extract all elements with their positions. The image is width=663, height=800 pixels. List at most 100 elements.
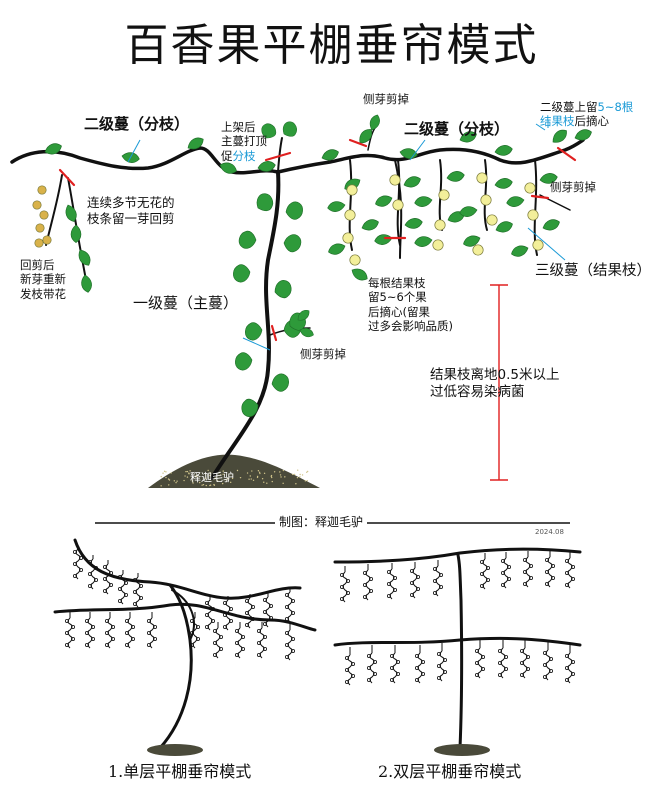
fruit xyxy=(43,236,51,244)
soil-speck xyxy=(257,476,258,477)
fruit xyxy=(528,210,538,220)
soil-speck xyxy=(305,480,306,481)
fruit xyxy=(40,211,48,219)
fruit xyxy=(525,183,535,193)
soil-speck xyxy=(250,475,251,476)
fruit xyxy=(390,175,400,185)
leaf xyxy=(239,397,261,419)
soil-speck xyxy=(169,479,170,480)
soil-speck xyxy=(176,480,177,481)
soil-speck xyxy=(185,471,186,472)
double-lower-vine xyxy=(335,638,580,645)
leaf xyxy=(272,278,294,300)
double-soil xyxy=(434,744,490,756)
leaf xyxy=(368,113,382,131)
caption-double: 2.双层平棚垂帘模式 xyxy=(378,762,521,782)
fruit xyxy=(487,215,497,225)
soil-speck xyxy=(174,480,175,481)
secondary-vine-right-label: 二级蔓（分枝） xyxy=(404,120,509,139)
soil-speck xyxy=(259,473,260,474)
leaf xyxy=(374,193,394,208)
keep-branches-blue2: 结果枝 xyxy=(540,114,575,128)
cut-mark xyxy=(532,196,548,198)
soil-speck xyxy=(170,472,171,473)
soil-speck xyxy=(161,476,162,477)
leaf xyxy=(550,127,570,146)
soil-speck xyxy=(251,470,252,471)
soil-speck xyxy=(240,477,241,478)
soil-speck xyxy=(284,476,285,477)
soil-speck xyxy=(297,477,298,478)
soil-speck xyxy=(279,471,280,472)
vine-structure xyxy=(12,124,583,488)
soil-speck xyxy=(183,480,184,481)
leaf xyxy=(506,195,525,208)
soil-speck xyxy=(283,470,284,471)
soil-speck xyxy=(282,483,283,484)
soil-speck xyxy=(214,485,215,486)
soil-speck xyxy=(258,470,259,471)
keep-branches-post: 后摘心 xyxy=(575,114,610,128)
soil-speck xyxy=(307,480,308,481)
soil-speck xyxy=(271,475,272,476)
leaf xyxy=(446,170,465,183)
side-bud-right-label: 侧芽剪掉 xyxy=(550,180,596,194)
leaf xyxy=(494,177,513,190)
secondary-vine-left-label: 二级蔓（分枝） xyxy=(84,115,189,134)
soil-speck xyxy=(266,483,267,484)
regrow-note: 回剪后 新芽重新 发枝带花 xyxy=(20,258,66,301)
soil-mound xyxy=(148,455,320,488)
leaf xyxy=(402,174,422,189)
soil-speck xyxy=(302,474,303,475)
fruit xyxy=(439,190,449,200)
leaf xyxy=(284,235,301,252)
leaf xyxy=(494,144,513,157)
fruit xyxy=(473,245,483,255)
fruit xyxy=(477,173,487,183)
fruit xyxy=(533,240,543,250)
soil-speck xyxy=(168,484,169,485)
date-text: 2024.08 xyxy=(535,528,564,537)
fruit xyxy=(350,255,360,265)
soil-speck xyxy=(294,474,295,475)
soil-speck xyxy=(259,472,260,473)
soil-watermark: 释迦毛驴 xyxy=(190,471,234,485)
leaf xyxy=(510,243,530,258)
soil-speck xyxy=(272,481,273,482)
primary-vine-label: 一级蔓（主蔓） xyxy=(133,294,238,313)
soil-speck xyxy=(253,480,254,481)
fruit xyxy=(345,210,355,220)
soil-speck xyxy=(184,475,185,476)
cut-mark xyxy=(266,153,290,160)
fruit xyxy=(435,220,445,230)
fruit xyxy=(481,195,491,205)
soil-speck xyxy=(162,472,163,473)
left-hanging-branch xyxy=(46,175,62,245)
keep-branches-pre: 二级蔓上留 xyxy=(540,100,598,114)
leaf xyxy=(374,233,393,246)
fruit xyxy=(393,200,403,210)
trellis-top-blue-text: 分枝 xyxy=(233,149,256,163)
leaf xyxy=(232,263,252,283)
leaf xyxy=(350,266,370,283)
leaf xyxy=(541,217,561,232)
soil-speck xyxy=(187,471,188,472)
fruit xyxy=(343,233,353,243)
fruit xyxy=(347,185,357,195)
soil-speck xyxy=(263,482,264,483)
tertiary-vine-label: 三级蔓（结果枝） xyxy=(535,262,651,280)
keep-branches-blue1: 5~8根 xyxy=(598,100,634,114)
leaf xyxy=(63,203,78,223)
pointer-line xyxy=(243,338,270,350)
leaf xyxy=(234,351,254,371)
node-prune-note: 连续多节无花的 枝条留一芽回剪 xyxy=(87,195,175,226)
leaf xyxy=(76,248,93,268)
leaf xyxy=(271,373,291,393)
soil-speck xyxy=(237,470,238,471)
soil-speck xyxy=(248,479,249,480)
soil-speck xyxy=(165,477,166,478)
leaf xyxy=(239,231,256,248)
credit-text: 制图：释迦毛驴 xyxy=(275,515,367,530)
soil-speck xyxy=(306,472,307,473)
